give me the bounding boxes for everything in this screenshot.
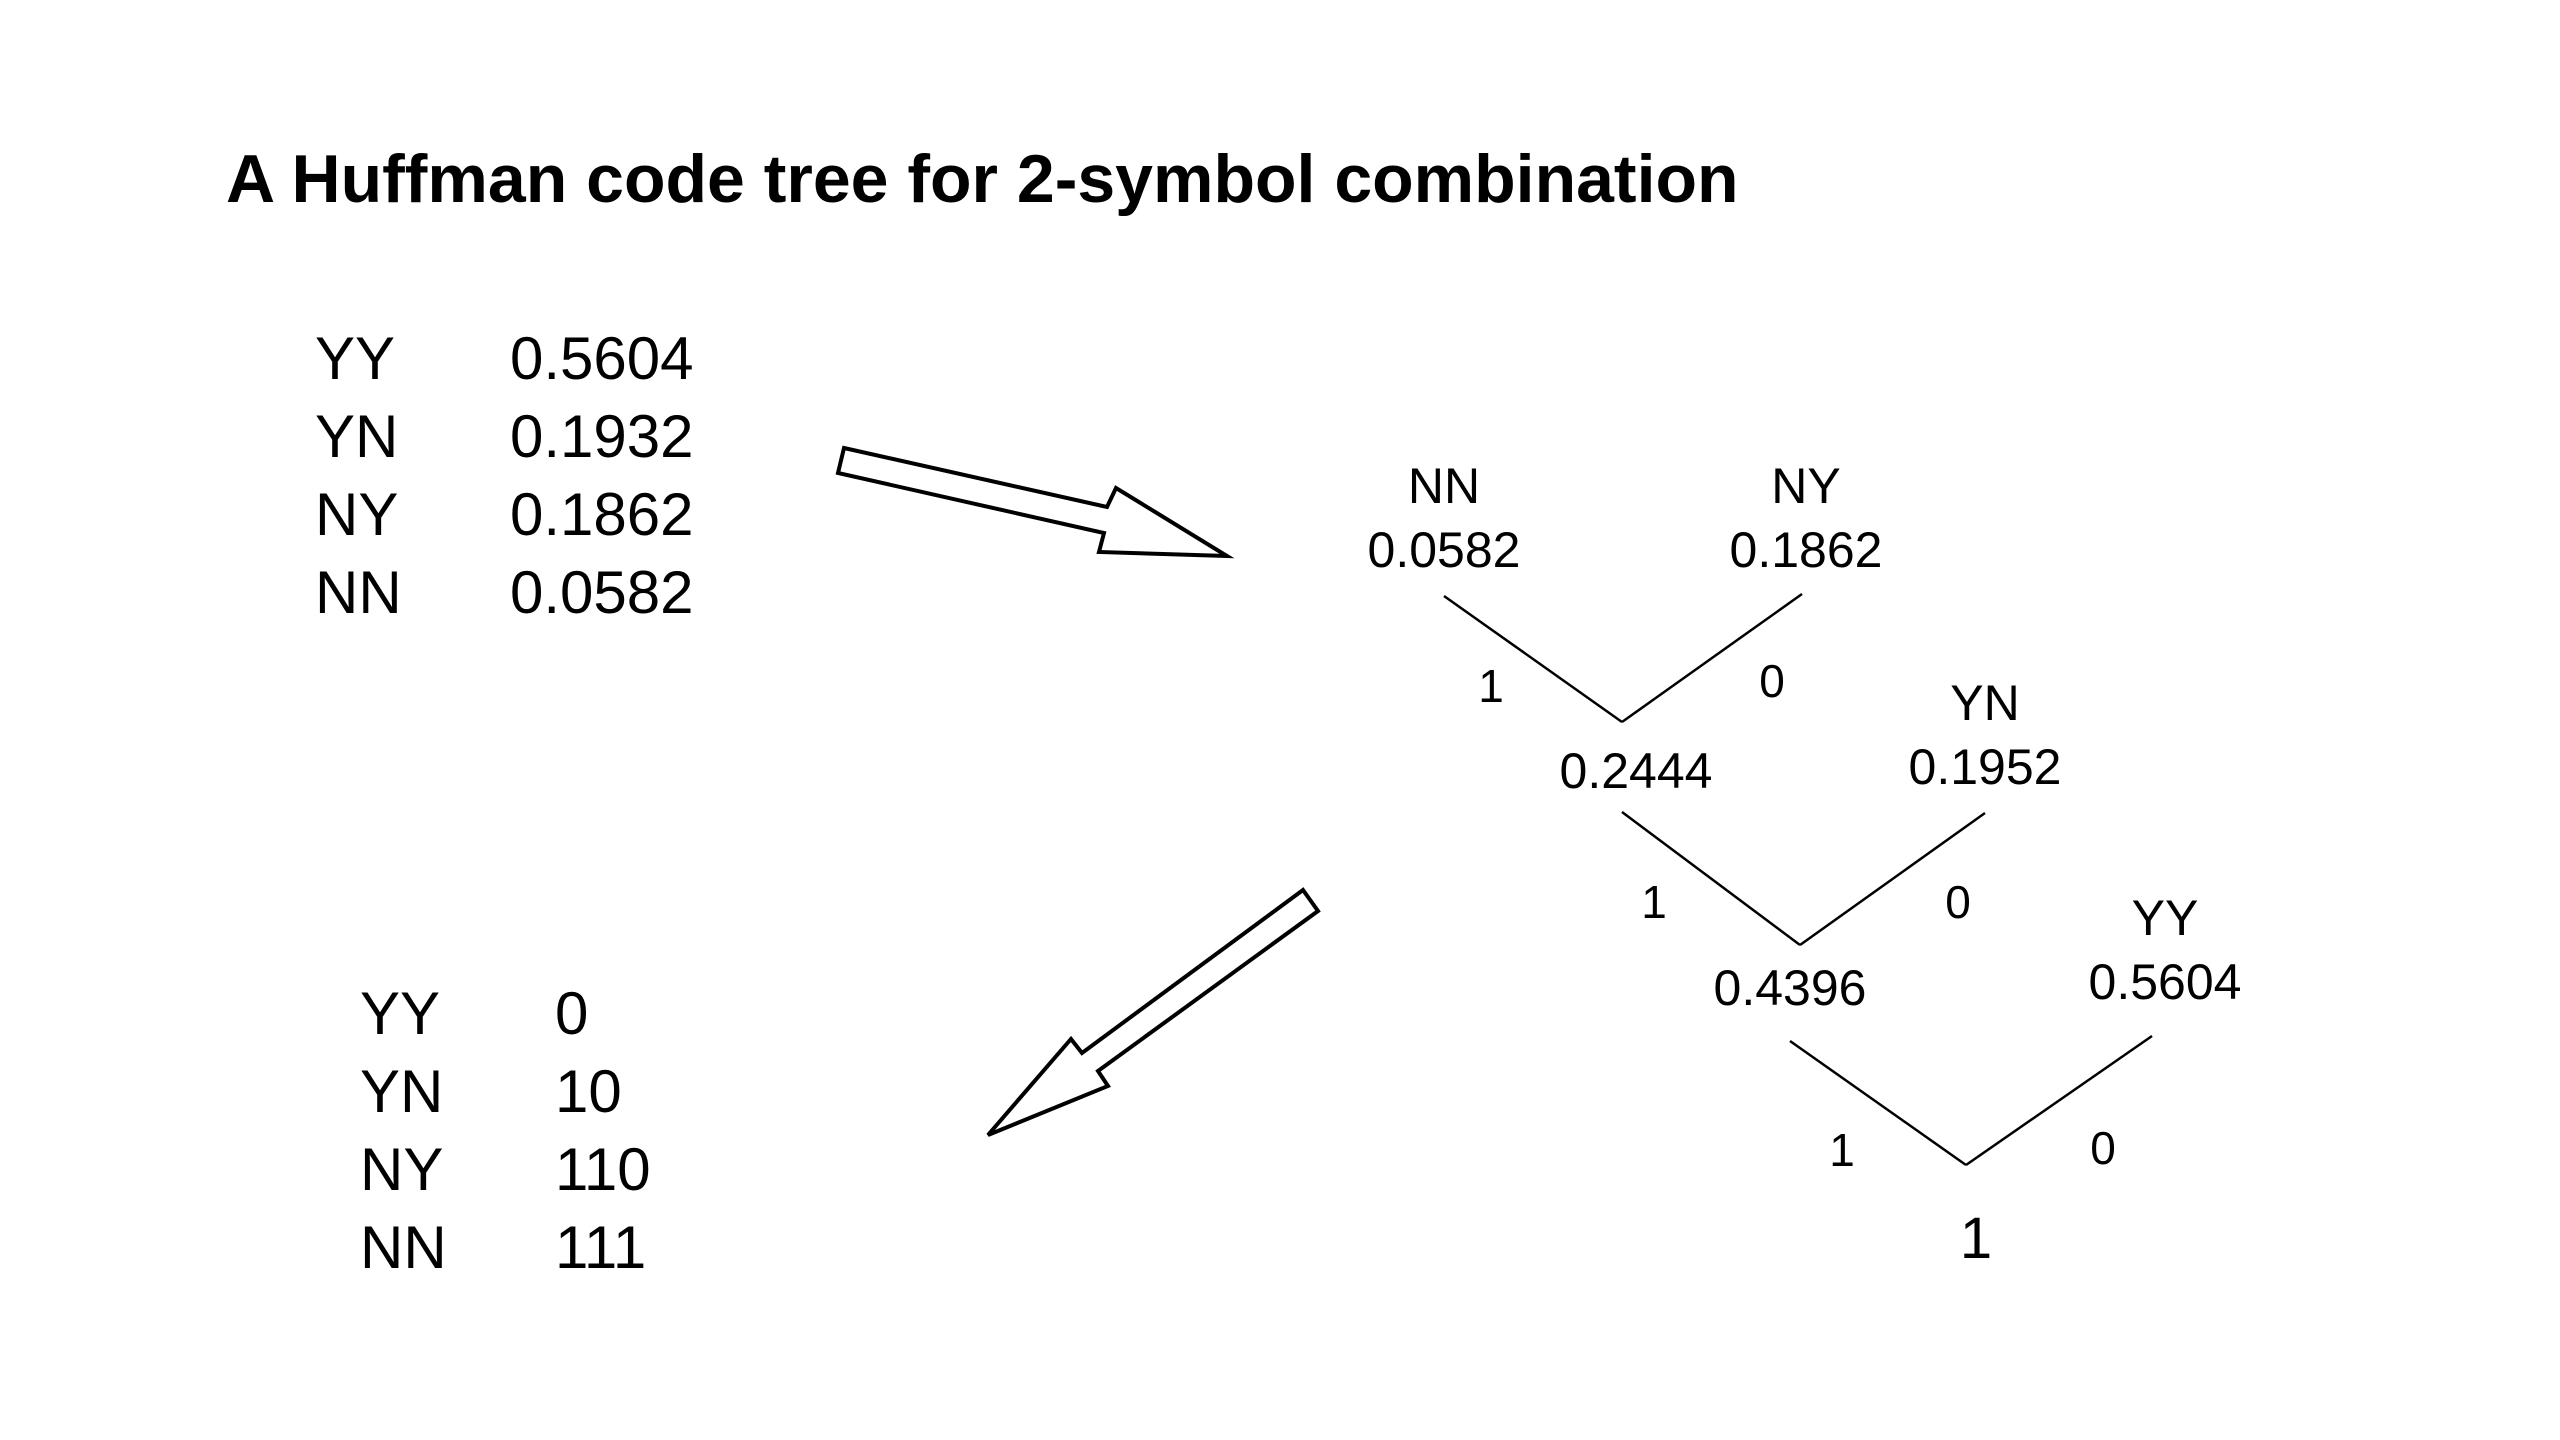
diagram-title: A Huffman code tree for 2-symbol combina… — [226, 141, 1739, 217]
edge-label-1: 1 — [1478, 660, 1504, 712]
probability-row: NY 0.1862 — [315, 476, 694, 554]
symbol-cell: NY — [315, 481, 399, 548]
leaf-prob-yy: 0.5604 — [2089, 954, 2242, 1010]
tree-edge — [1799, 811, 1986, 947]
leaf-symbol-yn: YN — [1950, 675, 2019, 731]
symbol-cell: YN — [315, 403, 399, 470]
edge-label-1: 1 — [1641, 876, 1667, 928]
arrow-to-tree — [835, 445, 1235, 559]
code-row: YN 10 — [360, 1053, 651, 1131]
tree-edge — [1789, 1039, 1967, 1167]
probability-row: NN 0.0582 — [315, 554, 694, 632]
leaf-symbol-nn: NN — [1408, 458, 1480, 514]
edge-label-0: 0 — [1759, 655, 1785, 707]
root-node-prob: 1 — [1960, 1206, 1992, 1271]
symbol-cell: NN — [360, 1214, 447, 1281]
leaf-prob-yn: 0.1952 — [1909, 739, 2062, 795]
code-cell: 110 — [555, 1136, 651, 1203]
probability-cell: 0.1862 — [510, 481, 694, 548]
symbol-cell: NN — [315, 559, 402, 626]
tree-edge — [1965, 1034, 2153, 1167]
symbol-cell: YY — [315, 325, 396, 392]
code-row: NN 111 — [360, 1209, 651, 1287]
leaf-prob-nn: 0.0582 — [1368, 522, 1521, 578]
symbol-cell: NY — [360, 1136, 444, 1203]
edge-label-0: 0 — [2090, 1122, 2116, 1174]
tree-edge — [1621, 592, 1803, 724]
probability-cell: 0.1932 — [510, 403, 694, 470]
code-table: YY 0 YN 10 NY 110 NN 111 — [360, 975, 651, 1287]
probability-row: YN 0.1932 — [315, 398, 694, 476]
edge-label-1: 1 — [1829, 1124, 1855, 1176]
leaf-symbol-yy: YY — [2132, 890, 2199, 946]
probability-cell: 0.0582 — [510, 559, 694, 626]
leaf-symbol-ny: NY — [1771, 458, 1840, 514]
code-cell: 0 — [555, 980, 589, 1047]
arrow-to-codes — [986, 887, 1321, 1137]
code-cell: 111 — [555, 1214, 647, 1281]
internal-node-prob: 0.4396 — [1714, 960, 1867, 1016]
edge-label-0: 0 — [1945, 876, 1971, 928]
code-row: YY 0 — [360, 975, 651, 1053]
probability-table: YY 0.5604 YN 0.1932 NY 0.1862 NN 0.0582 — [315, 320, 694, 632]
internal-node-prob: 0.2444 — [1560, 743, 1713, 799]
code-row: NY 110 — [360, 1131, 651, 1209]
code-cell: 10 — [555, 1058, 622, 1125]
symbol-cell: YN — [360, 1058, 444, 1125]
tree-edge — [1621, 810, 1801, 947]
leaf-prob-ny: 0.1862 — [1730, 522, 1883, 578]
tree-edge — [1443, 594, 1623, 724]
probability-row: YY 0.5604 — [315, 320, 694, 398]
symbol-cell: YY — [360, 980, 441, 1047]
probability-cell: 0.5604 — [510, 325, 694, 392]
